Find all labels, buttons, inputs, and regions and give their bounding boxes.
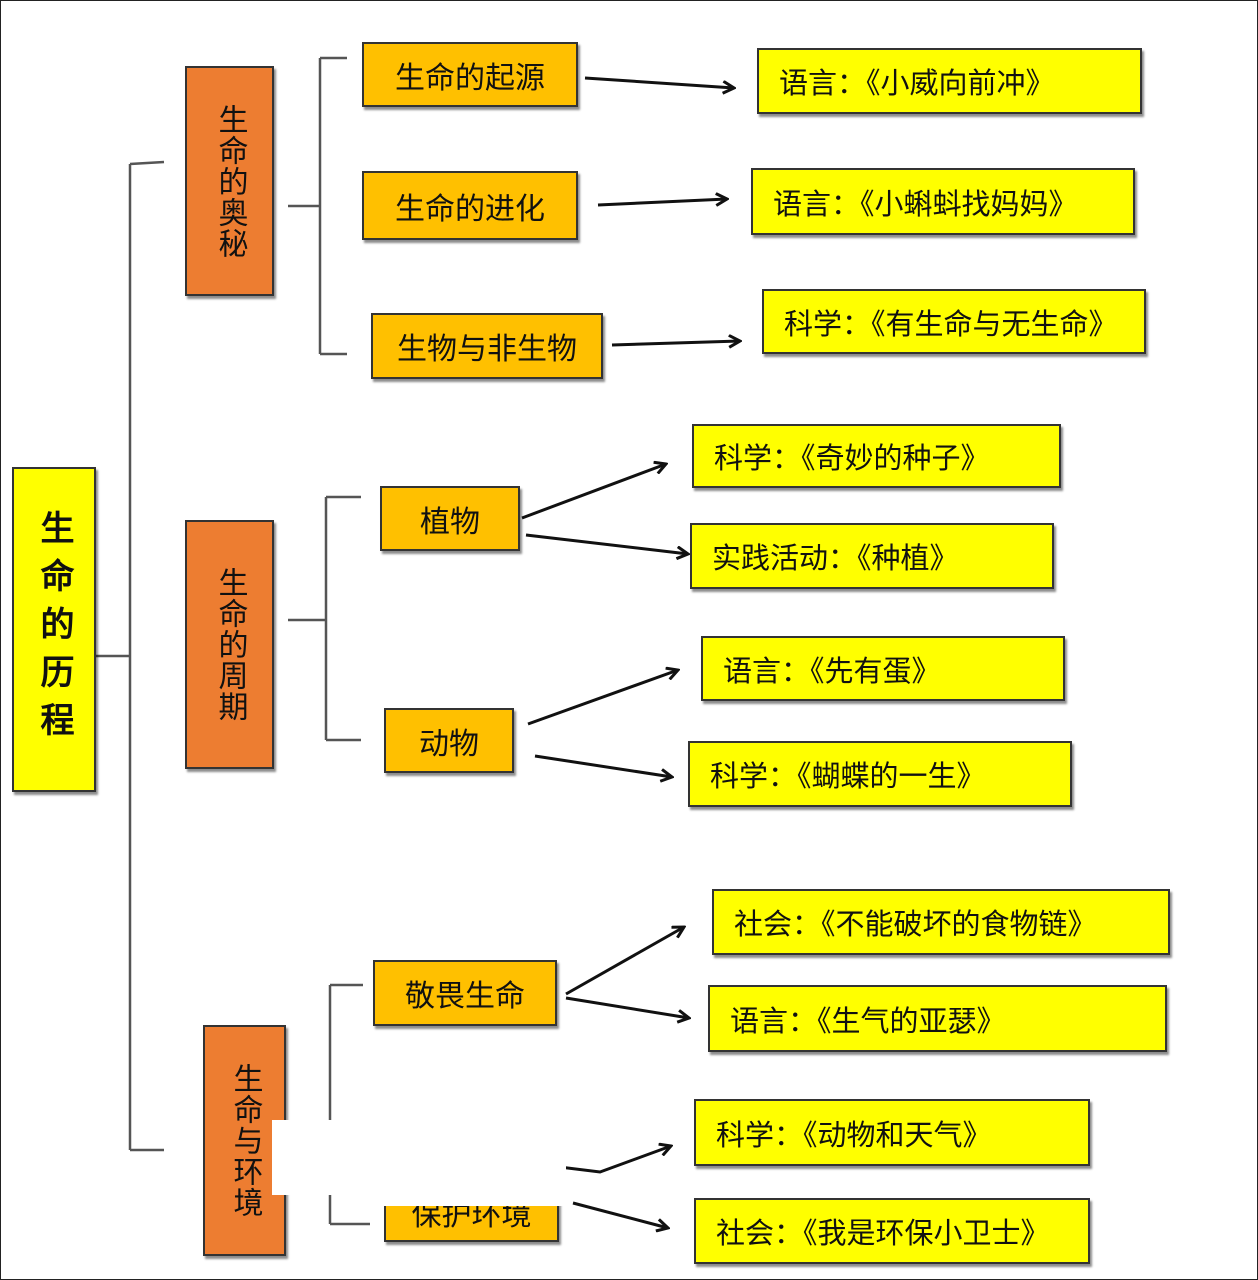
- arrow-living: [611, 341, 740, 345]
- lesson-food-chain: 社会：《不能破坏的食物链》: [712, 889, 1170, 955]
- lesson-planting: 实践活动：《种植》: [690, 523, 1054, 589]
- arrow-animal-butterfly: [534, 754, 672, 777]
- topic-plants: 植物: [380, 486, 520, 551]
- arrow-origin: [584, 76, 734, 88]
- topic-living-nonliving: 生物与非生物: [371, 313, 603, 379]
- topic-respect-life: 敬畏生命: [373, 960, 557, 1026]
- arrow-respect-arthur: [565, 996, 689, 1018]
- lesson-little-wei: 语言：《小威向前冲》: [757, 48, 1142, 114]
- lesson-egg-first: 语言：《先有蛋》: [701, 636, 1065, 701]
- occlusion-patch: [272, 1120, 336, 1195]
- category-life-cycle: 生命的周期: [185, 520, 274, 769]
- lesson-tadpole: 语言：《小蝌蚪找妈妈》: [751, 168, 1135, 235]
- lesson-animals-weather: 科学：《动物和天气》: [694, 1099, 1090, 1166]
- lesson-butterfly: 科学：《蝴蝶的一生》: [688, 741, 1072, 807]
- topic-origin: 生命的起源: [362, 42, 578, 107]
- arrow-respect-chain: [565, 927, 684, 996]
- topic-animals: 动物: [384, 708, 514, 773]
- arrow-plant-plant: [525, 533, 688, 554]
- arrow-plant-seed: [521, 464, 666, 520]
- lesson-seeds: 科学：《奇妙的种子》: [692, 424, 1061, 488]
- lesson-eco-guard: 社会：《我是环保小卫士》: [694, 1198, 1090, 1264]
- occlusion-patch: [376, 1150, 566, 1206]
- lesson-living-nonliving: 科学：《有生命与无生命》: [762, 289, 1146, 354]
- arrow-animal-egg: [527, 670, 678, 726]
- root-bracket: [96, 160, 165, 1152]
- bracket-mystery: [288, 56, 347, 356]
- topic-evolution: 生命的进化: [362, 171, 578, 240]
- bracket-environment: [328, 983, 370, 1226]
- arrow-protect-guard: [572, 1201, 668, 1228]
- lesson-angry-arthur: 语言：《生气的亚瑟》: [708, 985, 1167, 1052]
- root-node-title: 生命的历程: [12, 467, 96, 792]
- arrow-evolution: [597, 199, 727, 205]
- category-life-mystery: 生命的奥秘: [185, 66, 274, 296]
- bracket-cycle: [288, 495, 361, 742]
